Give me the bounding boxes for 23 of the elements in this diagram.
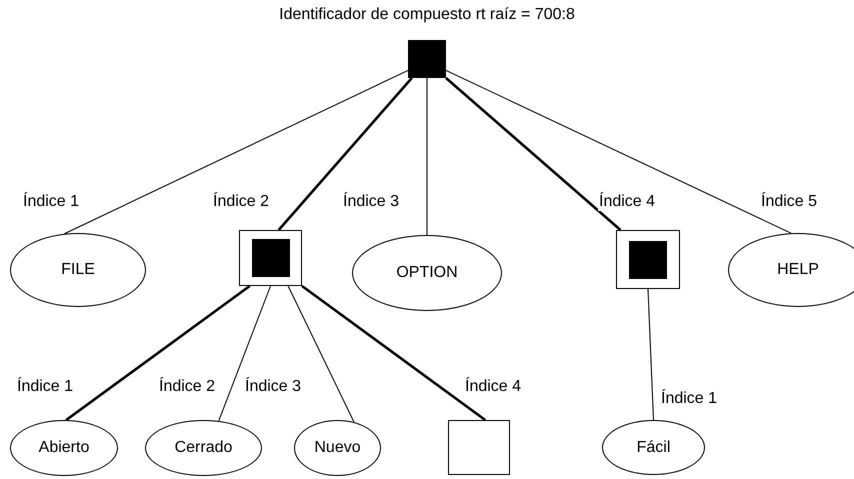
connector-line	[218, 286, 271, 422]
node-label: HELP	[777, 261, 819, 279]
filled-square	[408, 40, 446, 78]
empty-square	[448, 420, 510, 475]
connector-line	[446, 70, 792, 234]
connector-line	[426, 78, 428, 236]
connector-line	[278, 77, 413, 231]
connector-line	[648, 288, 654, 420]
connector-line	[65, 284, 250, 422]
edge-label: Índice 4	[598, 193, 656, 211]
node-label: FILE	[61, 261, 95, 279]
connector-line	[288, 286, 355, 423]
node-caption: Identificador de compuesto rt raíz = 700:8	[279, 6, 575, 24]
connector-line	[301, 284, 486, 422]
node-label: Nuevo	[314, 439, 361, 457]
connector-line	[64, 70, 408, 234]
connector-line	[445, 77, 622, 231]
compound-square	[616, 230, 680, 289]
node-label: Abierto	[38, 439, 90, 457]
node-label: Cerrado	[174, 439, 232, 457]
compound-square	[239, 230, 302, 286]
node-label: Fácil	[636, 438, 670, 456]
node-label: OPTION	[396, 264, 458, 282]
